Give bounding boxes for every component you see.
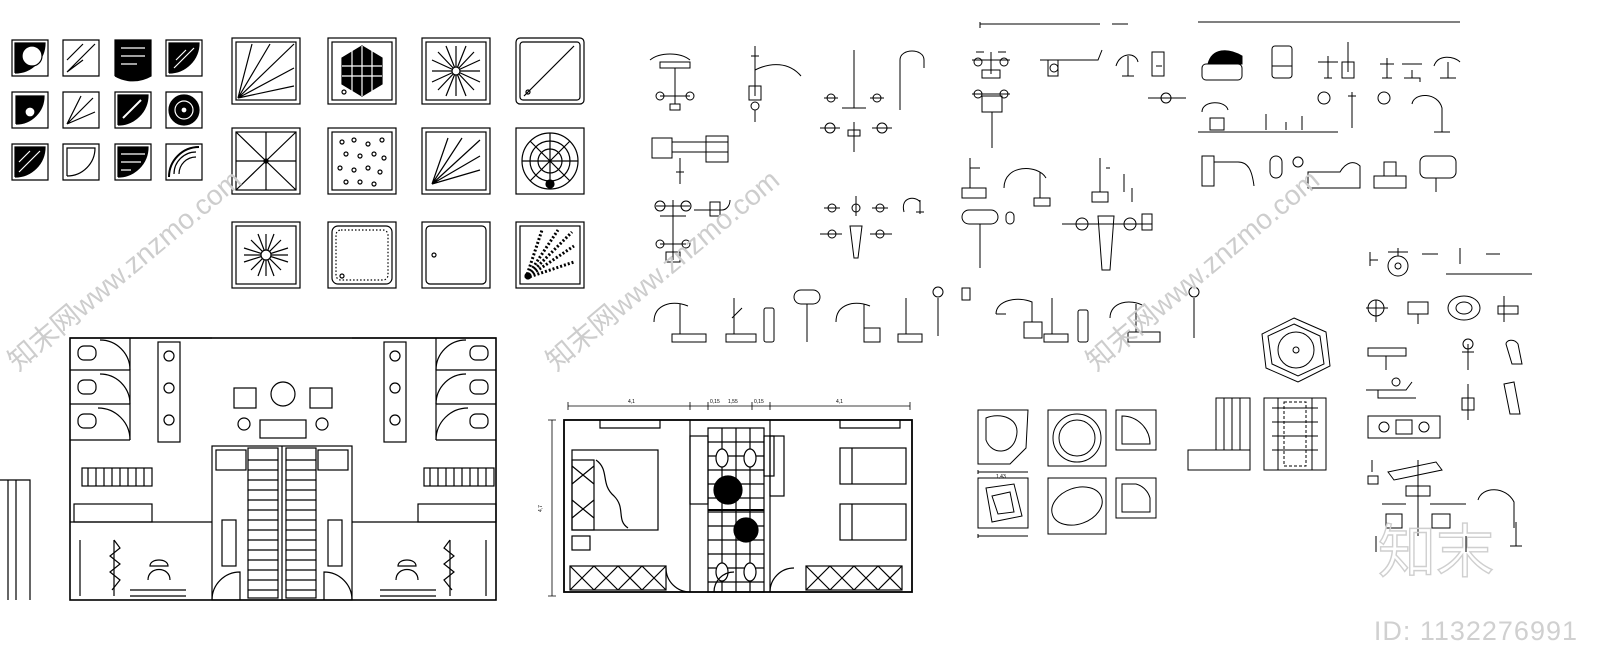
hotel-room-plan: 4,1 0,15 1,55 0,15 4,1 4,7 bbox=[538, 399, 913, 597]
diagonal-watermarks: 知末网www.znzmo.com 知末网www.znzmo.com 知末网www… bbox=[2, 164, 1325, 377]
svg-text:知末网www.znzmo.com: 知末网www.znzmo.com bbox=[2, 164, 247, 377]
svg-text:4,7: 4,7 bbox=[538, 505, 544, 512]
faucet-symbols: 1,43 bbox=[649, 21, 1532, 552]
svg-text:知末网www.znzmo.com: 知末网www.znzmo.com bbox=[540, 164, 785, 377]
svg-text:0,15: 0,15 bbox=[710, 399, 720, 405]
svg-text:知末网www.znzmo.com: 知末网www.znzmo.com bbox=[1080, 164, 1325, 377]
watermark-logo: 知末 bbox=[1377, 517, 1495, 586]
watermark-id: ID: 1132276991 bbox=[1373, 616, 1578, 646]
restroom-floor-plan bbox=[0, 337, 497, 601]
svg-text:4,1: 4,1 bbox=[628, 399, 635, 405]
svg-text:1,55: 1,55 bbox=[728, 399, 738, 405]
svg-text:4,1: 4,1 bbox=[836, 399, 843, 405]
svg-text:0,15: 0,15 bbox=[754, 399, 764, 405]
corner-shower-trays bbox=[11, 39, 203, 181]
square-shower-trays bbox=[231, 37, 585, 289]
svg-text:1,43: 1,43 bbox=[996, 474, 1006, 480]
